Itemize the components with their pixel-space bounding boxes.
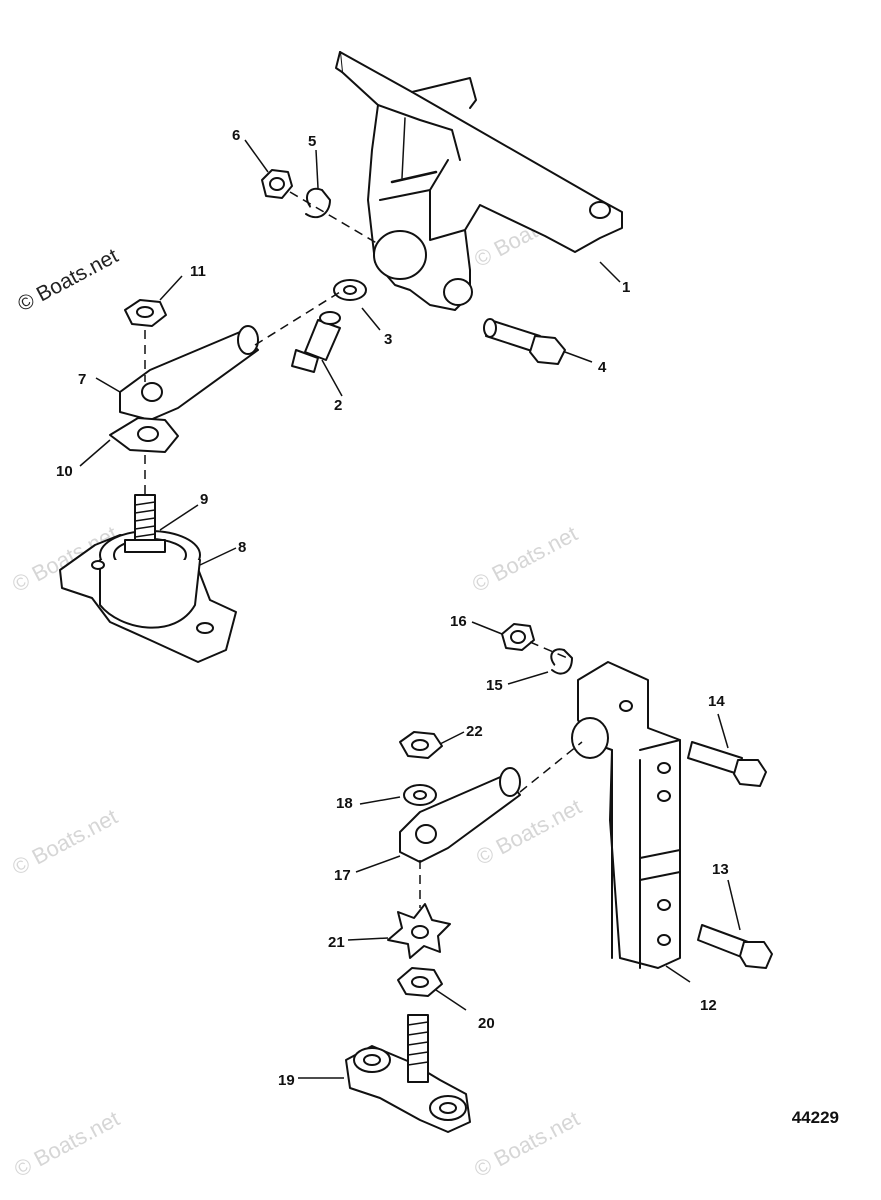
callout-6: 6 [232, 127, 240, 144]
part-9-stud [124, 494, 166, 553]
part-10-plate [109, 417, 179, 453]
part-1-mounting-bracket [335, 51, 623, 311]
callout-20: 20 [478, 1015, 495, 1032]
callout-4: 4 [598, 359, 607, 376]
callout-18: 18 [336, 795, 353, 812]
figure-number: 44229 [791, 1108, 839, 1127]
callout-17: 17 [334, 867, 351, 884]
callout-9: 9 [200, 491, 208, 508]
callout-2: 2 [334, 397, 342, 414]
callout-19: 19 [278, 1072, 295, 1089]
part-14-bolt [687, 741, 767, 787]
part-11-nut [124, 299, 167, 327]
part-13-bolt [697, 924, 773, 969]
callout-8: 8 [238, 539, 246, 556]
callout-12: 12 [700, 997, 717, 1014]
part-15-lock-washer [550, 648, 573, 675]
part-20-nut [397, 967, 443, 997]
part-21-star-plate [387, 903, 451, 959]
callout-7: 7 [78, 371, 86, 388]
callout-labels: 1 2 3 4 5 6 7 8 9 10 11 12 13 14 15 16 1… [56, 127, 729, 1089]
assembly-lines [144, 191, 583, 908]
part-4-bolt [483, 318, 566, 365]
part-18-lock-washer [403, 784, 437, 806]
part-6-nut [261, 169, 293, 199]
callout-16: 16 [450, 613, 467, 630]
part-7-link-arm [119, 325, 259, 421]
part-12-lower-bracket [571, 661, 681, 969]
leader-lines [79, 139, 741, 1079]
part-22-nut [399, 731, 443, 759]
part-16-nut [501, 623, 535, 651]
callout-15: 15 [486, 677, 503, 694]
callout-13: 13 [712, 861, 729, 878]
callout-11: 11 [190, 263, 206, 280]
callout-14: 14 [708, 693, 725, 710]
part-17-link-arm [399, 767, 521, 863]
part-5-lock-washer [305, 187, 331, 219]
part-2-bolt [291, 311, 341, 373]
part-19-base-mount [345, 1014, 471, 1133]
callout-22: 22 [466, 723, 483, 740]
callout-5: 5 [308, 133, 316, 150]
part-3-washer [333, 279, 367, 301]
callout-10: 10 [56, 463, 73, 480]
callout-1: 1 [622, 279, 630, 296]
callout-3: 3 [384, 331, 392, 348]
callout-21: 21 [328, 934, 345, 951]
